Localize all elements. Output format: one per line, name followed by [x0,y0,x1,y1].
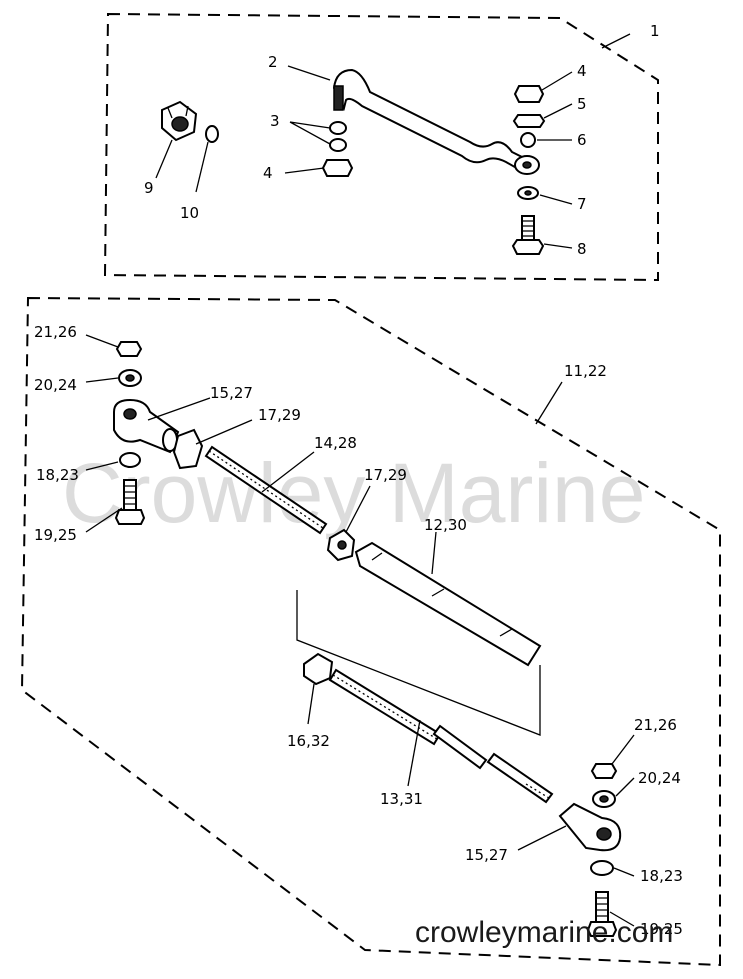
leader-lines-top [155,33,631,249]
callout-8: 8 [577,240,587,258]
callout-15-27-right: 15,27 [465,846,508,864]
callout-15-27-left: 15,27 [210,384,253,402]
callout-11-22: 11,22 [564,362,607,380]
threaded-rod-14-28 [204,445,328,535]
callout-17-29-upper: 17,29 [258,406,301,424]
callout-21-26-left: 21,26 [34,323,77,341]
nut-4-right [513,85,545,103]
callout-21-26-right: 21,26 [634,716,677,734]
callout-6: 6 [577,131,587,149]
nut-4-left [321,159,354,177]
callout-19-25-left: 19,25 [34,526,77,544]
washer-20-24-left-hole [125,374,135,382]
watermark-text: Crowley Marine [62,446,646,540]
callout-7: 7 [577,195,587,213]
ring-10 [205,125,219,143]
washer-3b [329,138,347,152]
nut-17-29-lower-hole [337,540,347,550]
rod-end-15-27-right [558,802,622,852]
callout-10: 10 [180,204,199,222]
nut-16-32 [303,652,334,686]
bolt-19-25-left [114,479,146,525]
callout-4-right: 4 [577,62,587,80]
castle-nut-9 [161,100,198,142]
steering-link-arm [332,68,540,175]
part-6 [520,132,536,148]
callout-3: 3 [270,112,280,130]
washer-20-24-right-hole [599,795,609,803]
cutaway-bracket [296,590,541,736]
washer-18-23-left [119,452,141,468]
washer-18-23-right [590,860,614,876]
nut-21-26-right [590,763,618,779]
callout-18-23-right: 18,23 [640,867,683,885]
rod-end-15-27-left [113,398,180,454]
callout-16-32: 16,32 [287,732,330,750]
callout-2: 2 [268,53,278,71]
group-boundary-11-22 [20,296,721,967]
nut-17-29-upper [172,428,204,470]
callout-14-28: 14,28 [314,434,357,452]
part-5 [512,114,546,128]
callout-20-24-right: 20,24 [638,769,681,787]
threaded-rod-13-31 [328,668,554,804]
nut-21-26-left [115,341,143,357]
tube-12-30 [354,541,542,667]
bolt-19-25-right [586,891,618,937]
bolt-8 [511,215,545,255]
callout-18-23-left: 18,23 [36,466,79,484]
callout-13-31: 13,31 [380,790,423,808]
callout-labels: 1 2 3 4 4 5 6 7 8 9 10 11,22 21,26 20,24… [34,22,683,938]
callout-17-29-lower: 17,29 [364,466,407,484]
callout-9: 9 [144,179,154,197]
callout-20-24-left: 20,24 [34,376,77,394]
callout-12-30: 12,30 [424,516,467,534]
callout-5: 5 [577,95,587,113]
washer-3a [329,121,347,135]
callout-4-left: 4 [263,164,273,182]
callout-1: 1 [650,22,660,40]
washer-7-hole [524,190,532,196]
callout-19-25-right: 19,25 [640,920,683,938]
source-url-text: crowleymarine.com [415,916,673,949]
leader-lines-lower [85,334,635,927]
group-boundary-1 [103,12,659,282]
